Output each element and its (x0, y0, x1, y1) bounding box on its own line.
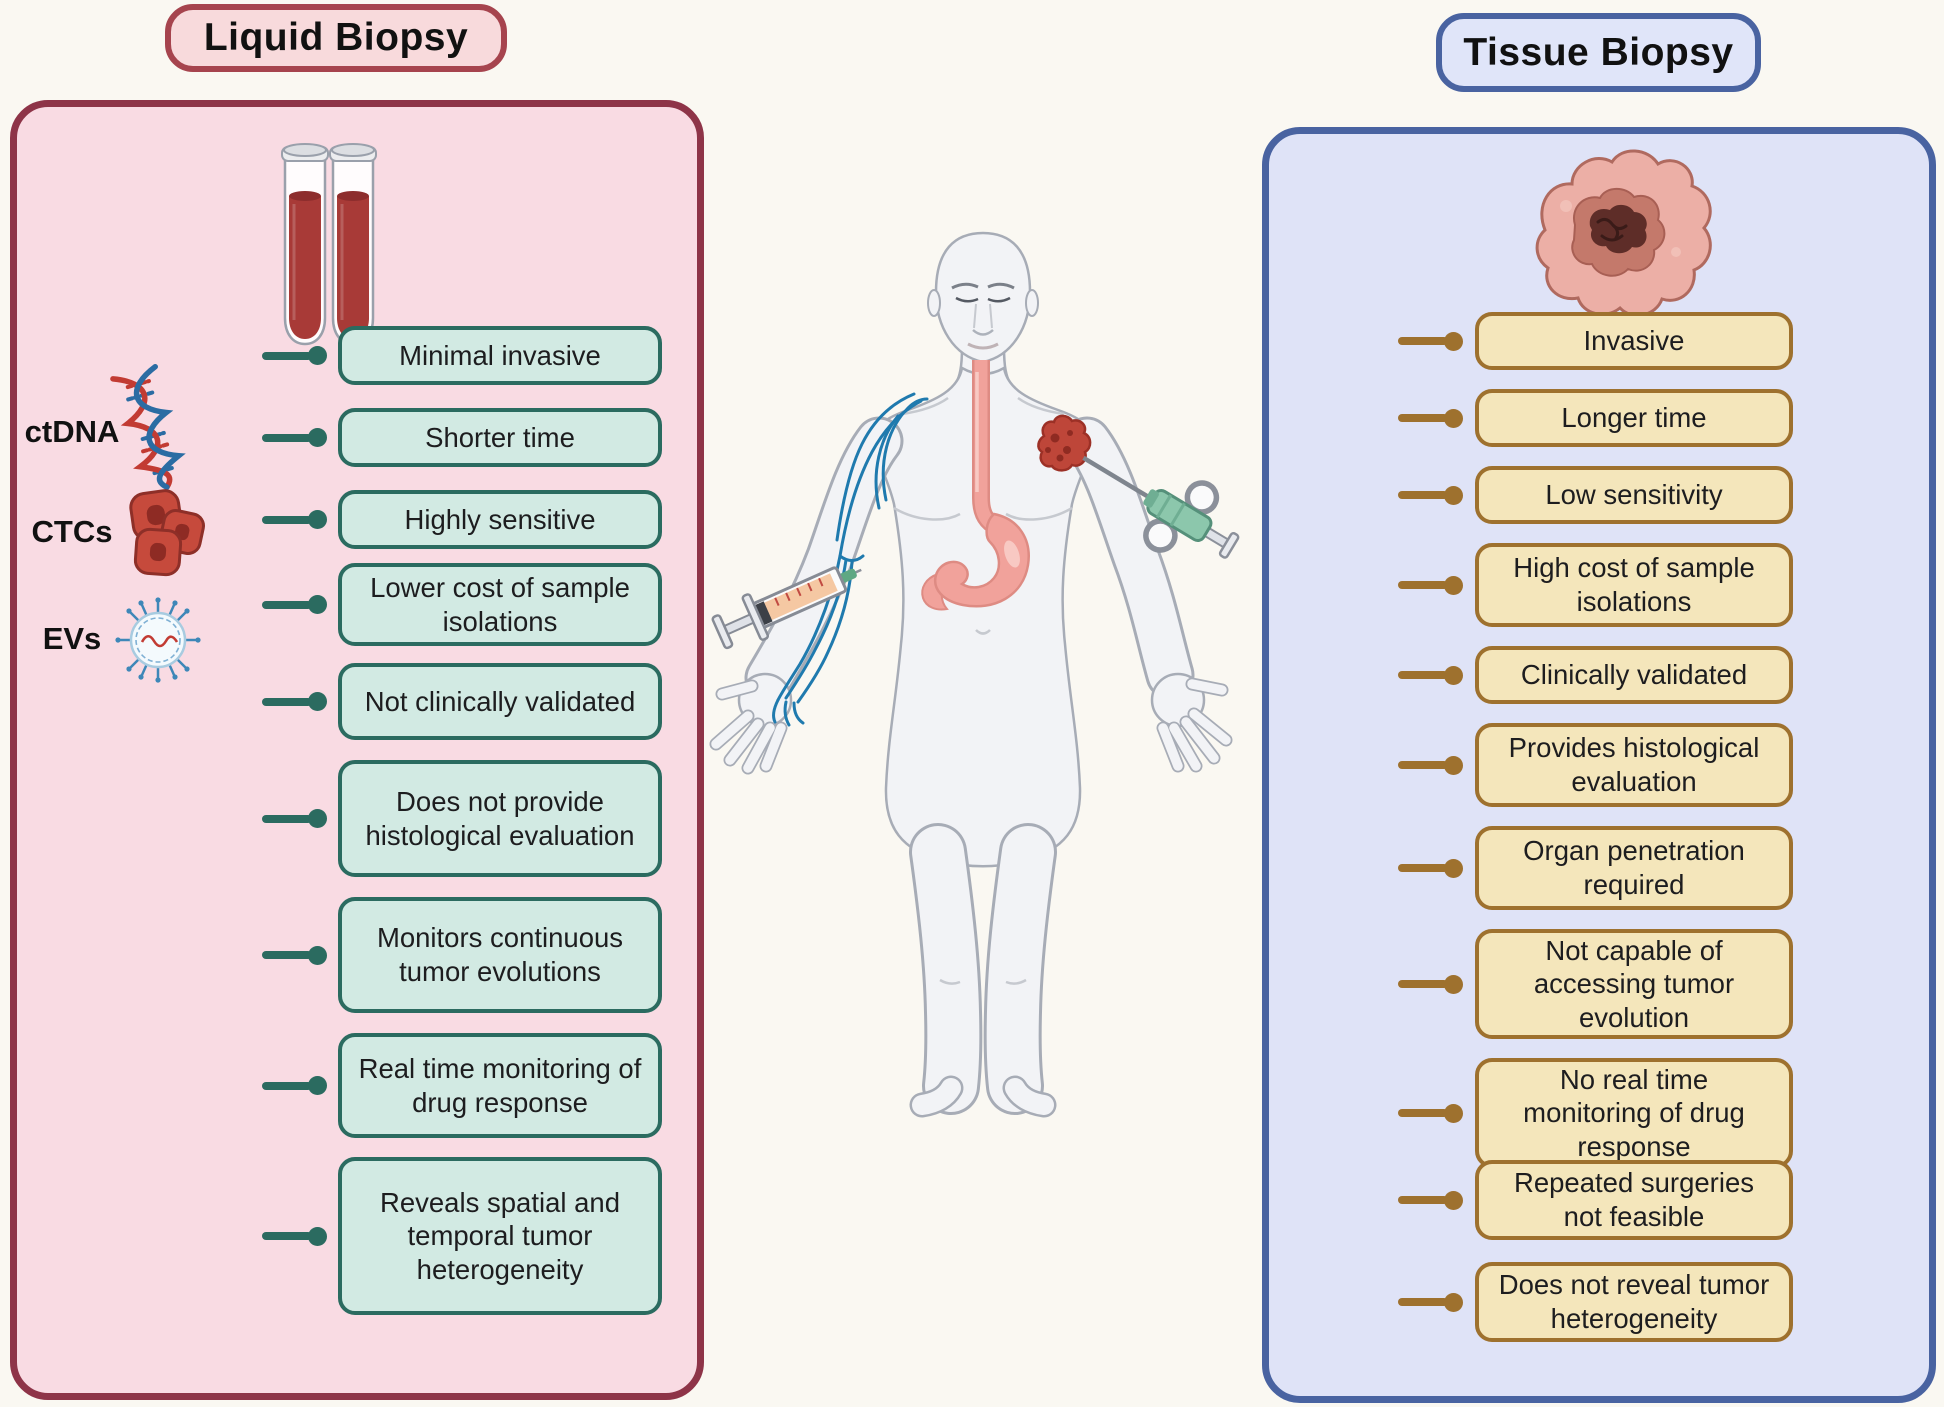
liquid-feature-box: Not clinically validated (338, 663, 662, 740)
tissue-feature-box: No real time monitoring of drug response (1475, 1058, 1793, 1168)
liquid-feature-row: Highly sensitive (262, 490, 662, 549)
tissue-feature-box: Not capable of accessing tumor evolution (1475, 929, 1793, 1039)
tissue-feature-box: Does not reveal tumor heterogeneity (1475, 1262, 1793, 1342)
connector-line (1398, 581, 1448, 589)
connector-line (262, 515, 312, 524)
connector-dot (1444, 755, 1463, 775)
connector-line (262, 814, 312, 823)
connector-line (1398, 864, 1448, 872)
esophagus-stomach-icon (921, 360, 1030, 611)
connector-dot (1444, 974, 1463, 994)
tissue-feature-box: Clinically validated (1475, 646, 1793, 704)
ctcs-label: CTCs (31, 514, 113, 549)
tissue-feature-box: Provides histological evaluation (1475, 723, 1793, 807)
tissue-feature-row: Not capable of accessing tumor evolution (1398, 929, 1793, 1039)
connector-dot (1444, 665, 1463, 685)
connector-line (1398, 671, 1448, 679)
liquid-feature-box: Highly sensitive (338, 490, 662, 549)
liquid-feature-row: Lower cost of sample isolations (262, 563, 662, 646)
tissue-feature-box: Organ penetration required (1475, 826, 1793, 910)
human-body-icon (709, 231, 1233, 1118)
connector-line (1398, 980, 1448, 988)
connector-dot (1444, 575, 1463, 595)
connector-line (1398, 761, 1448, 769)
connector-line (1398, 1298, 1448, 1306)
liquid-feature-row: Real time monitoring of drug response (262, 1033, 662, 1138)
liquid-feature-row: Shorter time (262, 408, 662, 467)
tissue-feature-row: Clinically validated (1398, 646, 1793, 704)
connector-dot (308, 595, 327, 614)
connector-dot (1444, 1190, 1463, 1210)
liquid-feature-box: Minimal invasive (338, 326, 662, 385)
tissue-feature-row: High cost of sample isolations (1398, 543, 1793, 627)
connector-line (262, 600, 312, 609)
tissue-feature-row: Does not reveal tumor heterogeneity (1398, 1262, 1793, 1342)
tissue-feature-box: Invasive (1475, 312, 1793, 370)
tissue-feature-box: Low sensitivity (1475, 466, 1793, 524)
connector-line (1398, 1109, 1448, 1117)
liquid-feature-box: Lower cost of sample isolations (338, 563, 662, 646)
connector-dot (308, 809, 327, 828)
connector-dot (308, 1226, 327, 1246)
liquid-feature-box: Reveals spatial and temporal tumor heter… (338, 1157, 662, 1315)
connector-dot (1444, 1103, 1463, 1123)
connector-dot (308, 945, 327, 965)
connector-line (1398, 1196, 1448, 1204)
liquid-feature-row: Minimal invasive (262, 326, 662, 385)
connector-line (1398, 414, 1448, 422)
connector-dot (308, 428, 327, 447)
liquid-feature-box: Monitors continuous tumor evolutions (338, 897, 662, 1013)
liquid-feature-row: Reveals spatial and temporal tumor heter… (262, 1157, 662, 1315)
connector-line (1398, 337, 1448, 345)
tissue-feature-row: Longer time (1398, 389, 1793, 447)
tissue-feature-box: Longer time (1475, 389, 1793, 447)
connector-dot (1444, 408, 1463, 428)
liquid-feature-box: Shorter time (338, 408, 662, 467)
face-features (951, 282, 1015, 350)
biopsy-needle-gun-icon (1082, 455, 1240, 559)
liquid-biopsy-title: Liquid Biopsy (165, 4, 507, 72)
connector-dot (308, 1076, 327, 1095)
connector-dot (1444, 485, 1463, 505)
connector-line (262, 697, 312, 706)
liquid-feature-box: Real time monitoring of drug response (338, 1033, 662, 1138)
connector-dot (308, 692, 327, 711)
tissue-feature-row: Low sensitivity (1398, 466, 1793, 524)
connector-line (262, 433, 312, 442)
connector-line (262, 951, 312, 959)
liquid-feature-row: Monitors continuous tumor evolutions (262, 897, 662, 1013)
connector-line (262, 1081, 312, 1090)
liquid-feature-box: Does not provide histological evaluation (338, 760, 662, 877)
ctdna-label: ctDNA (24, 414, 120, 449)
connector-dot (1444, 1292, 1463, 1312)
tissue-feature-row: Invasive (1398, 312, 1793, 370)
tissue-feature-row: Organ penetration required (1398, 826, 1793, 910)
tissue-feature-box: High cost of sample isolations (1475, 543, 1793, 627)
liquid-feature-row: Not clinically validated (262, 663, 662, 740)
connector-dot (308, 510, 327, 529)
evs-label: EVs (42, 621, 102, 656)
connector-line (1398, 491, 1448, 499)
tissue-feature-row: Repeated surgeries not feasible (1398, 1160, 1793, 1240)
connector-dot (1444, 858, 1463, 878)
connector-line (262, 1232, 312, 1240)
arm-veins-icon (772, 392, 929, 727)
tissue-feature-row: No real time monitoring of drug response (1398, 1058, 1793, 1168)
connector-dot (308, 346, 327, 365)
chest-tumor-icon (1037, 414, 1092, 472)
tissue-feature-row: Provides histological evaluation (1398, 723, 1793, 807)
connector-dot (1444, 331, 1463, 351)
body-contours (893, 396, 1073, 985)
connector-line (262, 351, 312, 360)
tissue-biopsy-title: Tissue Biopsy (1436, 13, 1761, 92)
tissue-feature-box: Repeated surgeries not feasible (1475, 1160, 1793, 1240)
blood-draw-syringe-icon (711, 566, 862, 650)
liquid-feature-row: Does not provide histological evaluation (262, 760, 662, 877)
